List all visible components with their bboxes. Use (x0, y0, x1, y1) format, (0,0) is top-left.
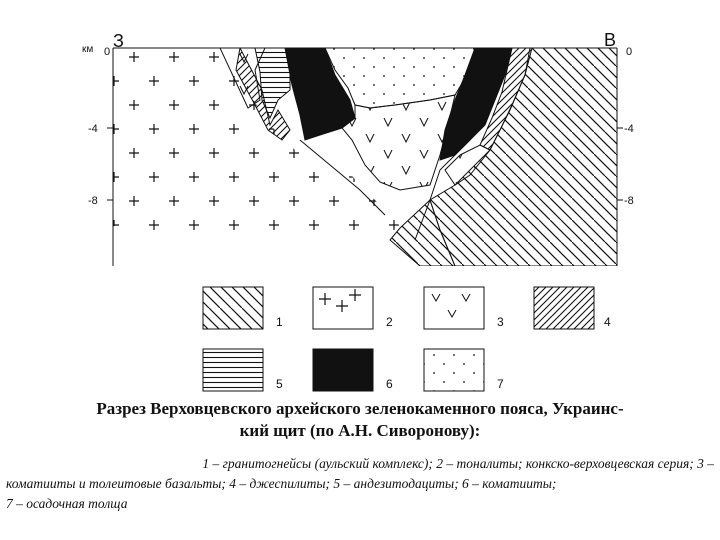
legend-description: 1 – гранитогнейсы (аульский комплекс); 2… (6, 454, 714, 514)
legend-description-line-2: коматииты и толеитовые базальты; 4 – дже… (6, 476, 557, 491)
depth-tick-left-8: -8 (88, 195, 98, 207)
legend-swatch-6 (312, 348, 374, 392)
unit-2-tonalite-body (113, 48, 400, 236)
legend-number-3: 3 (497, 315, 504, 329)
depth-tick-right-8: -8 (624, 195, 634, 207)
legend-swatch-2-crosses (319, 289, 361, 312)
west-label: З (113, 31, 124, 51)
depth-tick-left-4: -4 (88, 123, 98, 135)
unit-label: км (82, 44, 93, 55)
fault-line (299, 139, 386, 216)
depth-tick-right-0: 0 (626, 46, 632, 58)
legend-description-line-1: 1 – гранитогнейсы (аульский комплекс); 2… (202, 456, 714, 471)
figure-title-line-2: кий щит (по А.Н. Сиворонову): (239, 421, 481, 440)
fault-line (414, 139, 471, 241)
legend-swatch-3-vmarks (431, 293, 471, 319)
legend-description-line-3: 7 – осадочная толща (6, 496, 128, 511)
legend-swatch-1 (202, 286, 264, 330)
cross-section (113, 48, 617, 266)
legend-swatch-7 (423, 348, 485, 392)
section-frame (107, 47, 623, 266)
legend-swatch-2 (312, 286, 374, 330)
legend-number-2: 2 (386, 315, 393, 329)
legend-number-7: 7 (497, 377, 504, 391)
legend-number-1: 1 (276, 315, 283, 329)
depth-tick-right-4: -4 (624, 123, 634, 135)
legend-swatch-3 (423, 286, 485, 330)
unit-3-basalt-east (444, 144, 491, 186)
unit-4-jaspilite-west (235, 48, 291, 141)
legend-swatch-4 (533, 286, 595, 330)
unit-3-basalt-central (341, 94, 456, 191)
figure-title: Разрез Верховцевского архейского зеленок… (40, 398, 680, 442)
legend-number-4: 4 (604, 315, 611, 329)
legend-number-6: 6 (386, 377, 393, 391)
legend-number-5: 5 (276, 377, 283, 391)
legend-swatch-5 (202, 348, 264, 392)
figure-title-line-1: Разрез Верховцевского архейского зеленок… (96, 399, 624, 418)
unit-4-jaspilite-east (479, 48, 533, 151)
legend: 1 2 3 4 5 6 7 (202, 286, 611, 392)
east-label: В (604, 30, 616, 50)
depth-tick-left-0: 0 (104, 46, 110, 58)
